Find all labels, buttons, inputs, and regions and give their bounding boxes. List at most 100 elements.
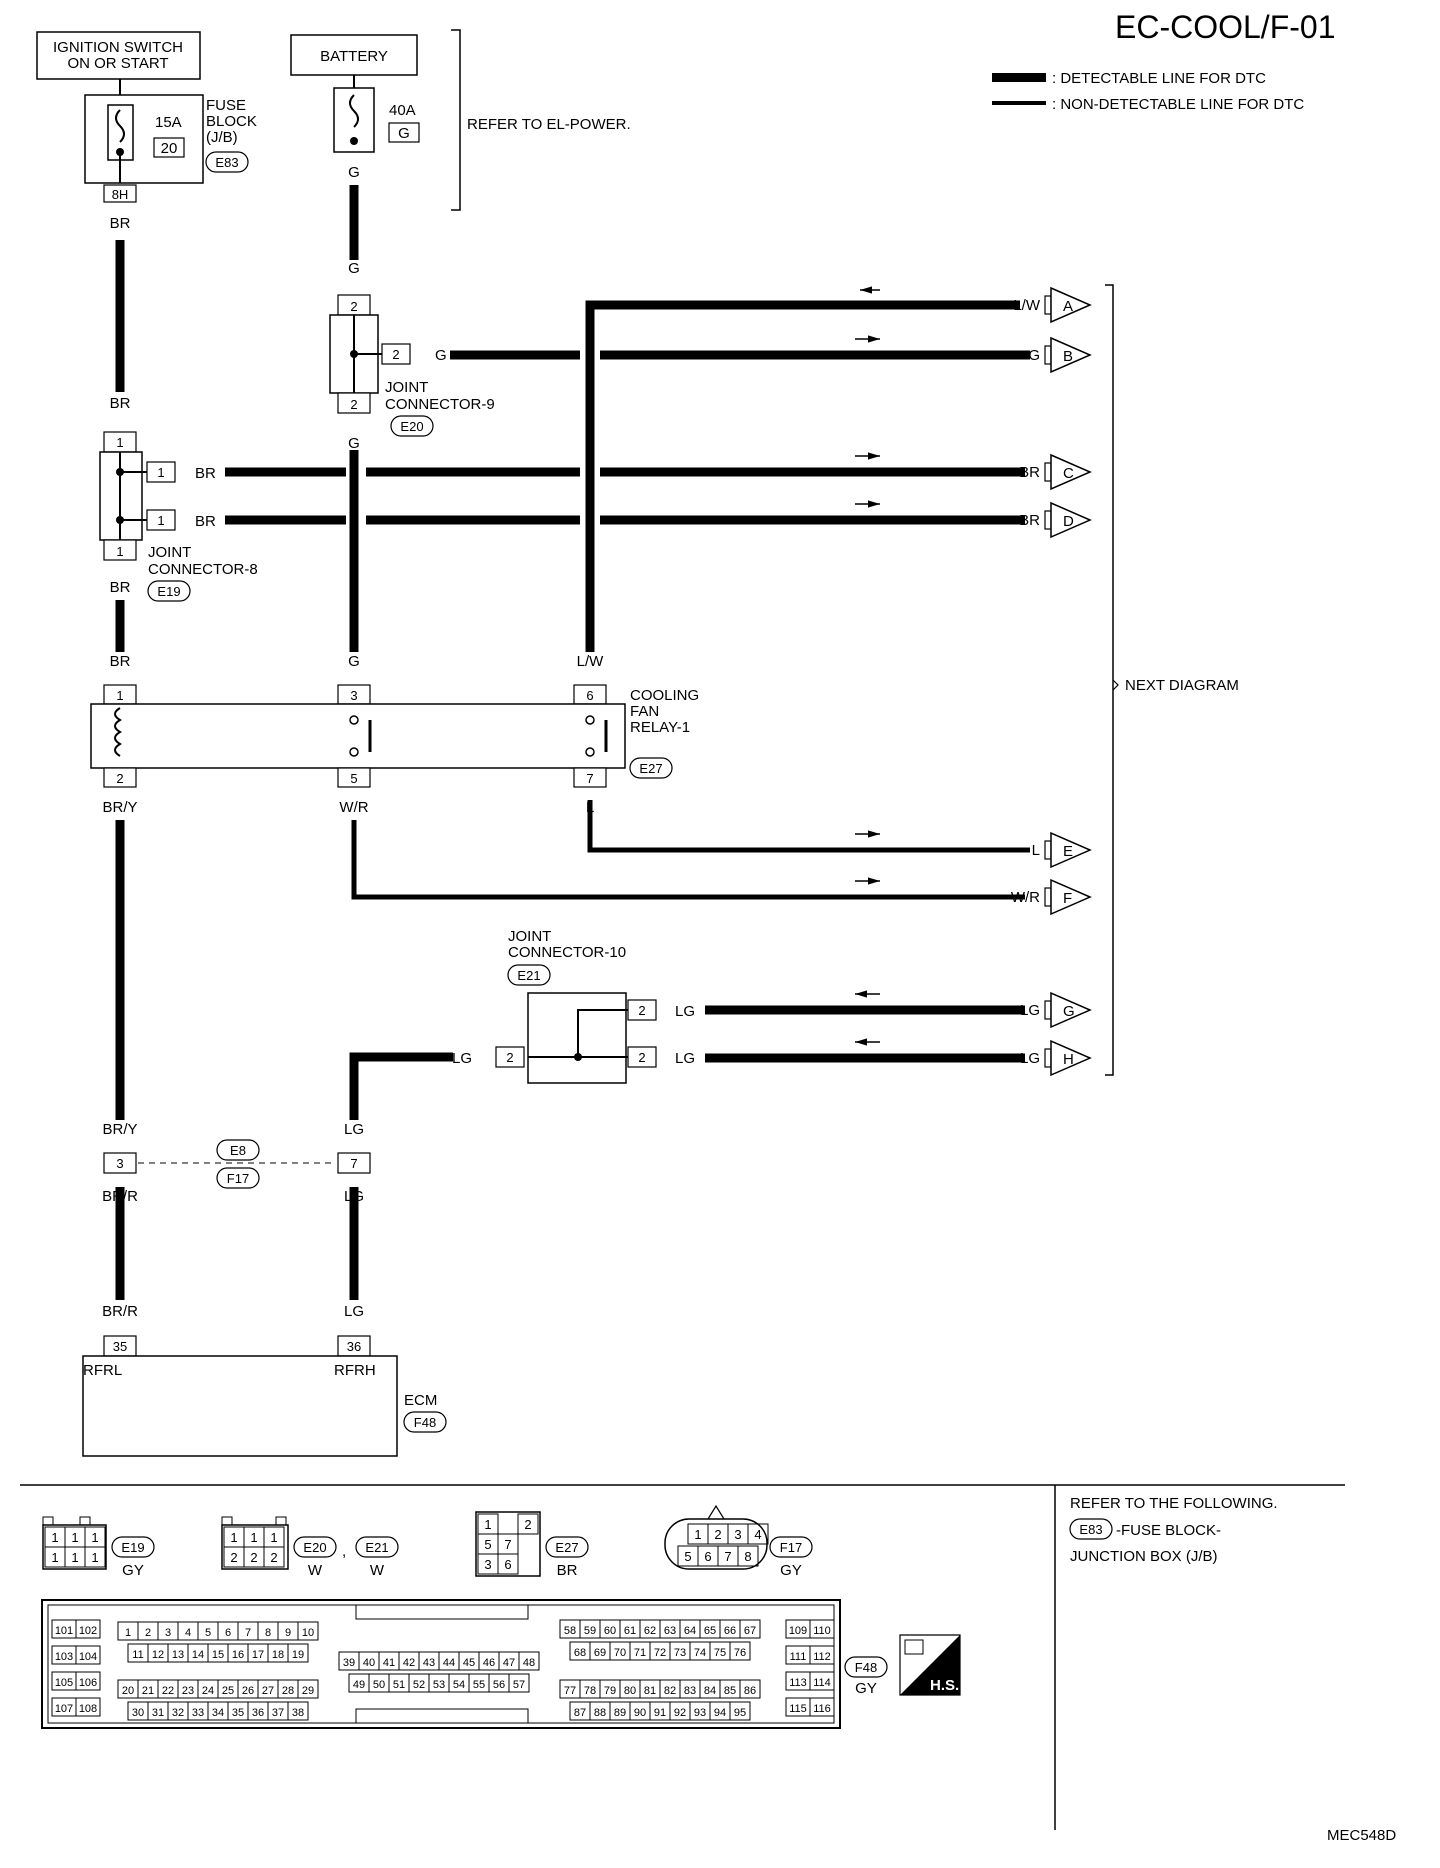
svg-text:50: 50 bbox=[373, 1679, 385, 1691]
svg-text:56: 56 bbox=[493, 1679, 505, 1691]
svg-text:5: 5 bbox=[684, 1549, 691, 1564]
svg-text:G: G bbox=[348, 653, 360, 670]
svg-text:51: 51 bbox=[393, 1679, 405, 1691]
svg-text:49: 49 bbox=[353, 1679, 365, 1691]
svg-text:78: 78 bbox=[584, 1685, 596, 1697]
svg-text:G: G bbox=[348, 164, 360, 181]
svg-text:102: 102 bbox=[79, 1625, 97, 1637]
svg-text:W/R: W/R bbox=[339, 799, 368, 816]
svg-text:7: 7 bbox=[586, 771, 593, 786]
svg-text:31: 31 bbox=[152, 1707, 164, 1719]
svg-text:48: 48 bbox=[523, 1657, 535, 1669]
svg-text:2: 2 bbox=[638, 1050, 645, 1065]
svg-text:BR: BR bbox=[110, 653, 131, 670]
inline-connector: BR/Y LG 3 7 BR/R LG E8 F17 bbox=[102, 1121, 371, 1205]
svg-text:3: 3 bbox=[165, 1627, 171, 1639]
svg-text:1: 1 bbox=[116, 544, 123, 559]
svg-text:2: 2 bbox=[350, 299, 357, 314]
svg-text:88: 88 bbox=[594, 1707, 606, 1719]
svg-text:57: 57 bbox=[513, 1679, 525, 1691]
page-code: EC-COOL/F-01 bbox=[1115, 9, 1335, 45]
svg-text:43: 43 bbox=[423, 1657, 435, 1669]
svg-text:F48: F48 bbox=[855, 1660, 877, 1675]
svg-text:1: 1 bbox=[91, 1550, 98, 1565]
svg-text:LG: LG bbox=[344, 1188, 364, 1205]
svg-text:6: 6 bbox=[586, 688, 593, 703]
wires bbox=[115, 185, 1030, 1300]
svg-text:77: 77 bbox=[564, 1685, 576, 1697]
svg-text:LG: LG bbox=[1020, 1002, 1040, 1019]
svg-text:6: 6 bbox=[225, 1627, 231, 1639]
svg-text:E: E bbox=[1063, 843, 1073, 860]
figure-id: MEC548D bbox=[1327, 1827, 1396, 1844]
svg-text:C: C bbox=[1063, 465, 1074, 482]
svg-text:LG: LG bbox=[675, 1050, 695, 1067]
svg-text:E8: E8 bbox=[230, 1143, 246, 1158]
svg-text:19: 19 bbox=[292, 1649, 304, 1661]
svg-text:1: 1 bbox=[694, 1527, 701, 1542]
svg-text:IGNITION SWITCH: IGNITION SWITCH bbox=[53, 39, 183, 56]
svg-text:103: 103 bbox=[55, 1651, 73, 1663]
svg-text:5: 5 bbox=[484, 1537, 491, 1552]
svg-text:35: 35 bbox=[113, 1339, 127, 1354]
svg-text:38: 38 bbox=[292, 1707, 304, 1719]
svg-text:80: 80 bbox=[624, 1685, 636, 1697]
svg-text:10: 10 bbox=[302, 1627, 314, 1639]
svg-text:68: 68 bbox=[574, 1647, 586, 1659]
svg-text:21: 21 bbox=[142, 1685, 154, 1697]
svg-text:111: 111 bbox=[790, 1651, 807, 1663]
svg-text:108: 108 bbox=[79, 1703, 97, 1715]
svg-text:36: 36 bbox=[252, 1707, 264, 1719]
svg-text:2: 2 bbox=[270, 1550, 277, 1565]
svg-text:W/R: W/R bbox=[1011, 889, 1040, 906]
svg-text:2: 2 bbox=[392, 347, 399, 362]
svg-text:ON OR START: ON OR START bbox=[67, 55, 168, 72]
svg-text:1: 1 bbox=[157, 513, 164, 528]
svg-text:22: 22 bbox=[162, 1685, 174, 1697]
svg-text:30: 30 bbox=[132, 1707, 144, 1719]
svg-text:40A: 40A bbox=[389, 102, 416, 119]
svg-text:47: 47 bbox=[503, 1657, 515, 1669]
svg-text:1: 1 bbox=[116, 688, 123, 703]
svg-text:23: 23 bbox=[182, 1685, 194, 1697]
svg-text:L: L bbox=[1032, 842, 1040, 859]
svg-text:85: 85 bbox=[724, 1685, 736, 1697]
svg-text:63: 63 bbox=[664, 1625, 676, 1637]
svg-text:89: 89 bbox=[614, 1707, 626, 1719]
svg-text:14: 14 bbox=[192, 1649, 204, 1661]
svg-text:67: 67 bbox=[744, 1625, 756, 1637]
hs-icon: H.S. bbox=[899, 1634, 961, 1696]
svg-text:61: 61 bbox=[624, 1625, 636, 1637]
svg-text:BR: BR bbox=[110, 215, 131, 232]
svg-text:72: 72 bbox=[654, 1647, 666, 1659]
svg-text:74: 74 bbox=[694, 1647, 706, 1659]
svg-text:BR/Y: BR/Y bbox=[102, 799, 137, 816]
svg-text:109: 109 bbox=[789, 1625, 807, 1637]
svg-text:F48: F48 bbox=[414, 1415, 436, 1430]
svg-text:12: 12 bbox=[152, 1649, 164, 1661]
svg-text:35: 35 bbox=[232, 1707, 244, 1719]
svg-text:41: 41 bbox=[383, 1657, 395, 1669]
svg-text:,: , bbox=[342, 1543, 346, 1560]
svg-text:29: 29 bbox=[302, 1685, 314, 1697]
battery: BATTERY 40A G G REFER TO EL-POWER. bbox=[290, 29, 631, 211]
svg-text:7: 7 bbox=[245, 1627, 251, 1639]
svg-text:45: 45 bbox=[463, 1657, 475, 1669]
svg-text:F17: F17 bbox=[227, 1171, 249, 1186]
svg-text:32: 32 bbox=[172, 1707, 184, 1719]
svg-text:4: 4 bbox=[185, 1627, 191, 1639]
svg-text:F: F bbox=[1063, 890, 1072, 907]
svg-text:46: 46 bbox=[483, 1657, 495, 1669]
svg-text:5: 5 bbox=[205, 1627, 211, 1639]
svg-text:BR/R: BR/R bbox=[102, 1188, 138, 1205]
svg-text:G: G bbox=[1063, 1003, 1075, 1020]
svg-text:G: G bbox=[348, 260, 360, 277]
svg-text:E21: E21 bbox=[517, 968, 540, 983]
svg-text:1: 1 bbox=[250, 1530, 257, 1545]
